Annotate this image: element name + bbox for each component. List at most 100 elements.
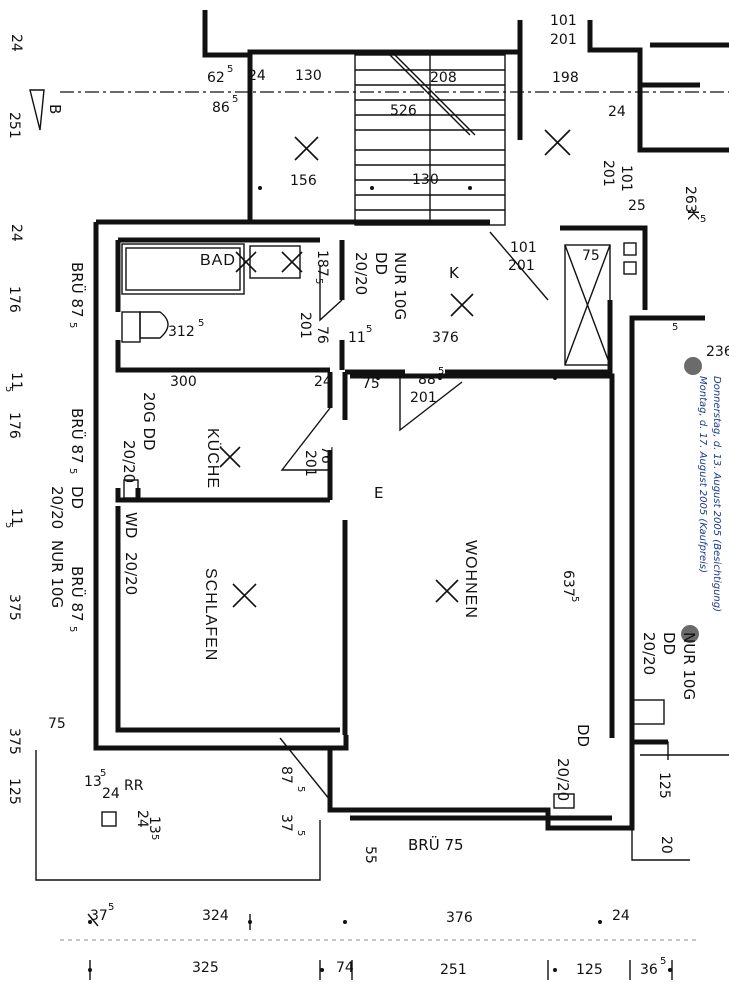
dim-label: 130 bbox=[412, 172, 439, 188]
annotation-label: 20/20 bbox=[120, 440, 138, 483]
dim-label: 324 bbox=[202, 908, 229, 924]
room-label-wohnen: WOHNEN bbox=[462, 540, 479, 619]
annotation-label: 20/20 bbox=[122, 552, 140, 595]
dimension-dots bbox=[88, 186, 672, 972]
cistern bbox=[121, 311, 141, 343]
dim-label: 376 bbox=[446, 910, 473, 926]
dim-label: 201 bbox=[297, 312, 313, 339]
dim-label: 5 bbox=[295, 786, 306, 792]
walls bbox=[93, 10, 729, 831]
dim-label: 312 bbox=[168, 324, 195, 340]
top-right-block bbox=[587, 20, 729, 153]
stair-arrow-line bbox=[389, 54, 471, 136]
dim-label: 37 bbox=[90, 908, 108, 924]
dim-label: 5 bbox=[313, 278, 324, 284]
dim-label: 11 bbox=[8, 372, 24, 390]
dim-label: 11 bbox=[8, 508, 24, 526]
dim-label: 76 bbox=[318, 446, 334, 464]
handwritten-note: Donnerstag, d. 13. August 2005 (Besichti… bbox=[711, 376, 722, 612]
dim-label: 5 bbox=[3, 522, 14, 528]
dim-label: 75 bbox=[48, 716, 66, 732]
dim-label: 5 bbox=[569, 596, 580, 602]
dim-label: 325 bbox=[192, 960, 219, 976]
dim-label: 201 bbox=[600, 160, 616, 187]
dim-label: 5 bbox=[672, 322, 678, 333]
dim-label: 101 bbox=[618, 165, 634, 192]
annotation-label: 20/20 bbox=[48, 486, 66, 529]
dim-label: BRÜ 87 bbox=[68, 408, 87, 464]
dimension-ticks bbox=[87, 913, 673, 980]
dim-label: 101 bbox=[510, 240, 537, 256]
dim-label: 25 bbox=[628, 198, 646, 214]
dim-label: 13 bbox=[146, 816, 162, 834]
dim-label: 5 bbox=[232, 94, 238, 105]
dim-label: 24 bbox=[608, 104, 626, 120]
dim-label: 176 bbox=[6, 286, 22, 313]
room-markers bbox=[219, 129, 571, 608]
annotation-label: DD bbox=[372, 252, 390, 275]
section-marker-label: B bbox=[46, 104, 64, 114]
dim-label: 375 bbox=[6, 594, 22, 621]
dim-label: 156 bbox=[290, 173, 317, 189]
dim-label: BRÜ 87 bbox=[68, 262, 87, 318]
annotation-label: 20/20 bbox=[640, 632, 658, 675]
pin-icon bbox=[681, 625, 699, 643]
closet bbox=[564, 244, 611, 366]
dim-label: 300 bbox=[170, 374, 197, 390]
annotation-label: K bbox=[684, 210, 702, 221]
bathtub bbox=[121, 243, 245, 295]
dim-label: 198 bbox=[552, 70, 579, 86]
dim-label: 201 bbox=[410, 390, 437, 406]
dim-label: 24 bbox=[134, 810, 150, 828]
dim-label: 20 bbox=[658, 836, 674, 854]
dim-label: 130 bbox=[295, 68, 322, 84]
toilet bbox=[139, 311, 169, 339]
annotation-label: 20/20 bbox=[352, 252, 370, 295]
shower-tray bbox=[249, 245, 301, 279]
dim-label: 5 bbox=[67, 468, 78, 474]
hall-wall-right bbox=[560, 225, 648, 310]
room-label-kueche: KÜCHE bbox=[204, 428, 222, 489]
dim-label: 5 bbox=[149, 834, 160, 840]
annotation-label: E bbox=[374, 484, 383, 502]
dim-label: 5 bbox=[67, 626, 78, 632]
dim-label: 5 bbox=[366, 324, 372, 335]
dim-label: 24 bbox=[8, 224, 24, 242]
annotation-label: NUR 10G bbox=[680, 632, 698, 700]
dim-label: 55 bbox=[362, 846, 378, 864]
dim-label: 5 bbox=[295, 830, 306, 836]
annotation-label: WD bbox=[122, 512, 140, 538]
section-marker-icon bbox=[29, 89, 45, 131]
dim-label: 125 bbox=[576, 962, 603, 978]
bedroom-inner bbox=[115, 506, 340, 733]
dim-label: 24 bbox=[612, 908, 630, 924]
dim-label: 5 bbox=[438, 366, 444, 377]
top-left-block bbox=[202, 10, 250, 58]
dim-label: 125 bbox=[6, 778, 22, 805]
outer-wall-bottom bbox=[96, 739, 668, 831]
dim-label: 187 bbox=[314, 250, 330, 277]
fixtures bbox=[101, 242, 665, 827]
dim-label: 13 bbox=[84, 774, 102, 790]
dim-label: 125 bbox=[656, 772, 672, 799]
dim-label: 208 bbox=[430, 70, 457, 86]
dim-label: 86 bbox=[212, 100, 230, 116]
dim-label: 5 bbox=[700, 214, 706, 225]
dim-label: 62 bbox=[207, 70, 225, 86]
dim-label: BRÜ 87 bbox=[68, 566, 87, 622]
dim-label: 201 bbox=[550, 32, 577, 48]
dim-label: 236 bbox=[706, 344, 729, 360]
dim-label: 176 bbox=[6, 412, 22, 439]
dim-label: 75 bbox=[582, 248, 600, 264]
right-wall bbox=[629, 315, 705, 742]
dim-label: 201 bbox=[302, 450, 318, 477]
dim-label: 251 bbox=[440, 962, 467, 978]
annotation-label: NUR 10G bbox=[391, 252, 409, 320]
dim-label: 11 bbox=[348, 330, 366, 346]
dim-label: 251 bbox=[6, 112, 22, 139]
dim-label: 87 bbox=[278, 766, 294, 784]
pin-icon bbox=[684, 357, 702, 375]
dim-label: 76 bbox=[314, 326, 330, 344]
annotation-label: DD bbox=[660, 632, 678, 655]
